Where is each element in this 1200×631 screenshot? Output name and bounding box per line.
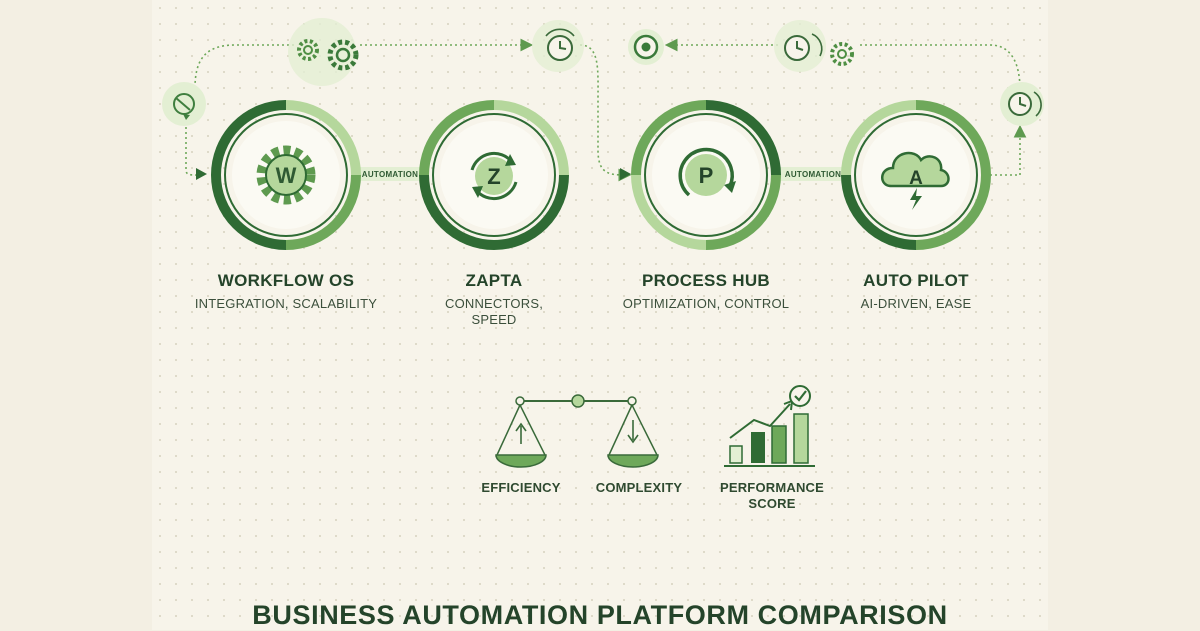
platform-name-auto-pilot: AUTO PILOT [863,271,969,290]
platform-subtitle-zapta-line-2: SPEED [471,312,517,327]
arrow-down-icon [627,420,639,444]
connector-label: AUTOMATION [785,170,841,179]
arrow-into-process-hub [620,168,631,180]
clock-icon [774,20,826,72]
balance-scale-icon [495,394,659,468]
logo-letter-p: P [699,163,714,188]
connector-label: AUTOMATION [362,170,418,179]
gears-icon [288,18,359,86]
platform-subtitle-workflow-os: INTEGRATION, SCALABILITY [194,296,378,311]
platform-name-workflow-os: WORKFLOW OS [217,271,355,290]
metric-performance-line-2: SCORE [748,496,796,511]
arrow-up-icon [515,422,527,444]
clock-icon [532,20,584,72]
gear-icon: W [256,145,316,205]
circular-arrow-icon: P [678,147,736,197]
arrow-into-workflow-os [196,168,207,180]
platform-subtitle-zapta-line-1: CONNECTORS, [444,296,544,311]
automation-connector-2: AUTOMATION [780,167,846,181]
logo-letter-w: W [276,163,297,188]
clock-icon [1000,82,1044,126]
target-icon [628,29,664,65]
platform-name-zapta: ZAPTA [465,271,523,290]
refresh-arrows-icon: Z [470,151,518,201]
logo-letter-a: A [909,168,923,189]
checkmark-icon [789,385,811,407]
automation-connector-1: AUTOMATION [356,167,424,181]
platform-name-process-hub: PROCESS HUB [642,271,770,290]
logo-letter-z: Z [487,164,500,189]
metric-performance-line-1: PERFORMANCE [719,480,825,495]
page-title: BUSINESS AUTOMATION PLATFORM COMPARISON [252,600,948,630]
gear-icon [830,42,854,66]
sync-icon [162,82,206,126]
metric-efficiency: EFFICIENCY [481,480,561,495]
metric-complexity: COMPLEXITY [595,480,683,495]
cloud-lightning-icon: A [881,151,950,210]
performance-bars-icon [724,399,815,467]
platform-subtitle-auto-pilot: AI-DRIVEN, EASE [860,296,972,311]
platform-subtitle-process-hub: OPTIMIZATION, CONTROL [622,296,790,311]
